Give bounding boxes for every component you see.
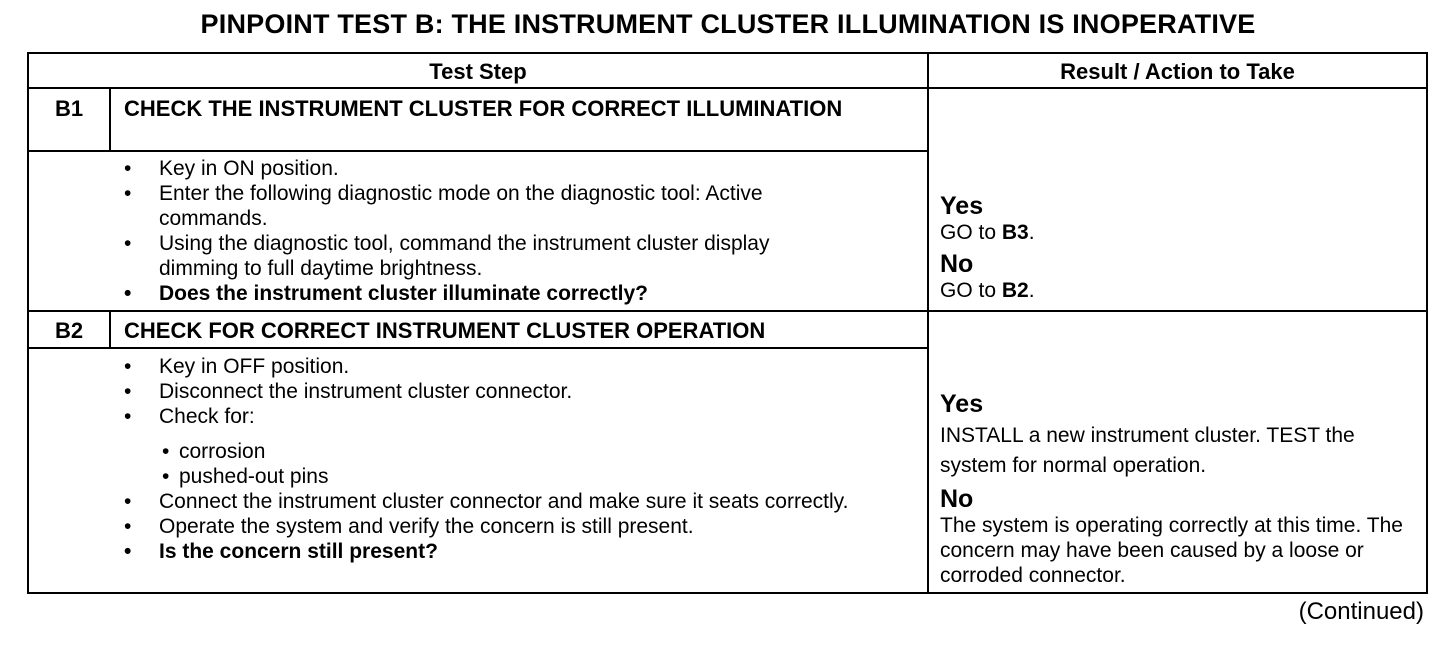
step-b1-result: Yes GO to B3. No GO to B2.: [940, 192, 1420, 303]
step-b1-title: CHECK THE INSTRUMENT CLUSTER FOR CORRECT…: [124, 96, 843, 121]
list-item: Key in ON position.: [121, 156, 921, 181]
check-item: pushed-out pins: [159, 464, 921, 489]
step-b2-question: Is the concern still present?: [121, 539, 921, 564]
test-step-header: Test Step: [429, 59, 527, 84]
step-b2-result: Yes INSTALL a new instrument cluster. TE…: [940, 390, 1420, 588]
step-id-divider: [109, 89, 111, 152]
b1-b2-rule: [29, 310, 1426, 312]
yes-action: GO to B3.: [940, 221, 1035, 244]
list-item: Disconnect the instrument cluster connec…: [121, 379, 921, 404]
list-item: Key in OFF position.: [121, 354, 921, 379]
check-item: corrosion: [159, 439, 921, 464]
no-action: GO to B2.: [940, 279, 1035, 302]
pinpoint-test-table: Test Step Result / Action to Take B1 CHE…: [27, 52, 1428, 594]
goto-b2-link[interactable]: B2: [1001, 279, 1029, 302]
list-item: Operate the system and verify the concer…: [121, 514, 921, 539]
step-b2-actions: Key in OFF position. Disconnect the inst…: [121, 354, 921, 564]
list-item: Using the diagnostic tool, command the i…: [121, 231, 921, 281]
list-item: Enter the following diagnostic mode on t…: [121, 181, 921, 231]
page-title: PINPOINT TEST B: THE INSTRUMENT CLUSTER …: [200, 9, 1256, 39]
list-item: Check for: corrosion pushed-out pins: [121, 404, 921, 489]
list-item: Connect the instrument cluster connector…: [121, 489, 921, 514]
goto-b3-link[interactable]: B3: [1001, 221, 1029, 244]
step-id-divider: [109, 312, 111, 349]
column-divider: [927, 54, 929, 592]
check-for-list: corrosion pushed-out pins: [159, 439, 921, 489]
yes-label: Yes: [940, 390, 984, 418]
yes-action: INSTALL a new instrument cluster. TEST t…: [940, 424, 1355, 477]
yes-label: Yes: [940, 192, 984, 220]
no-label: No: [940, 250, 974, 278]
result-header: Result / Action to Take: [1060, 59, 1295, 84]
step-b2-id: B2: [54, 318, 84, 343]
no-label: No: [940, 485, 974, 513]
step-b2-title: CHECK FOR CORRECT INSTRUMENT CLUSTER OPE…: [124, 318, 766, 343]
step-b1-actions: Key in ON position. Enter the following …: [121, 156, 921, 306]
step-b1-id: B1: [54, 96, 84, 121]
no-action: The system is operating correctly at thi…: [940, 514, 1403, 587]
continued-note: (Continued): [1298, 598, 1424, 625]
step-b1-question: Does the instrument cluster illuminate c…: [121, 281, 921, 306]
b1-title-rule: [29, 150, 927, 152]
header-rule: [29, 87, 1426, 89]
b2-title-rule: [29, 347, 927, 349]
